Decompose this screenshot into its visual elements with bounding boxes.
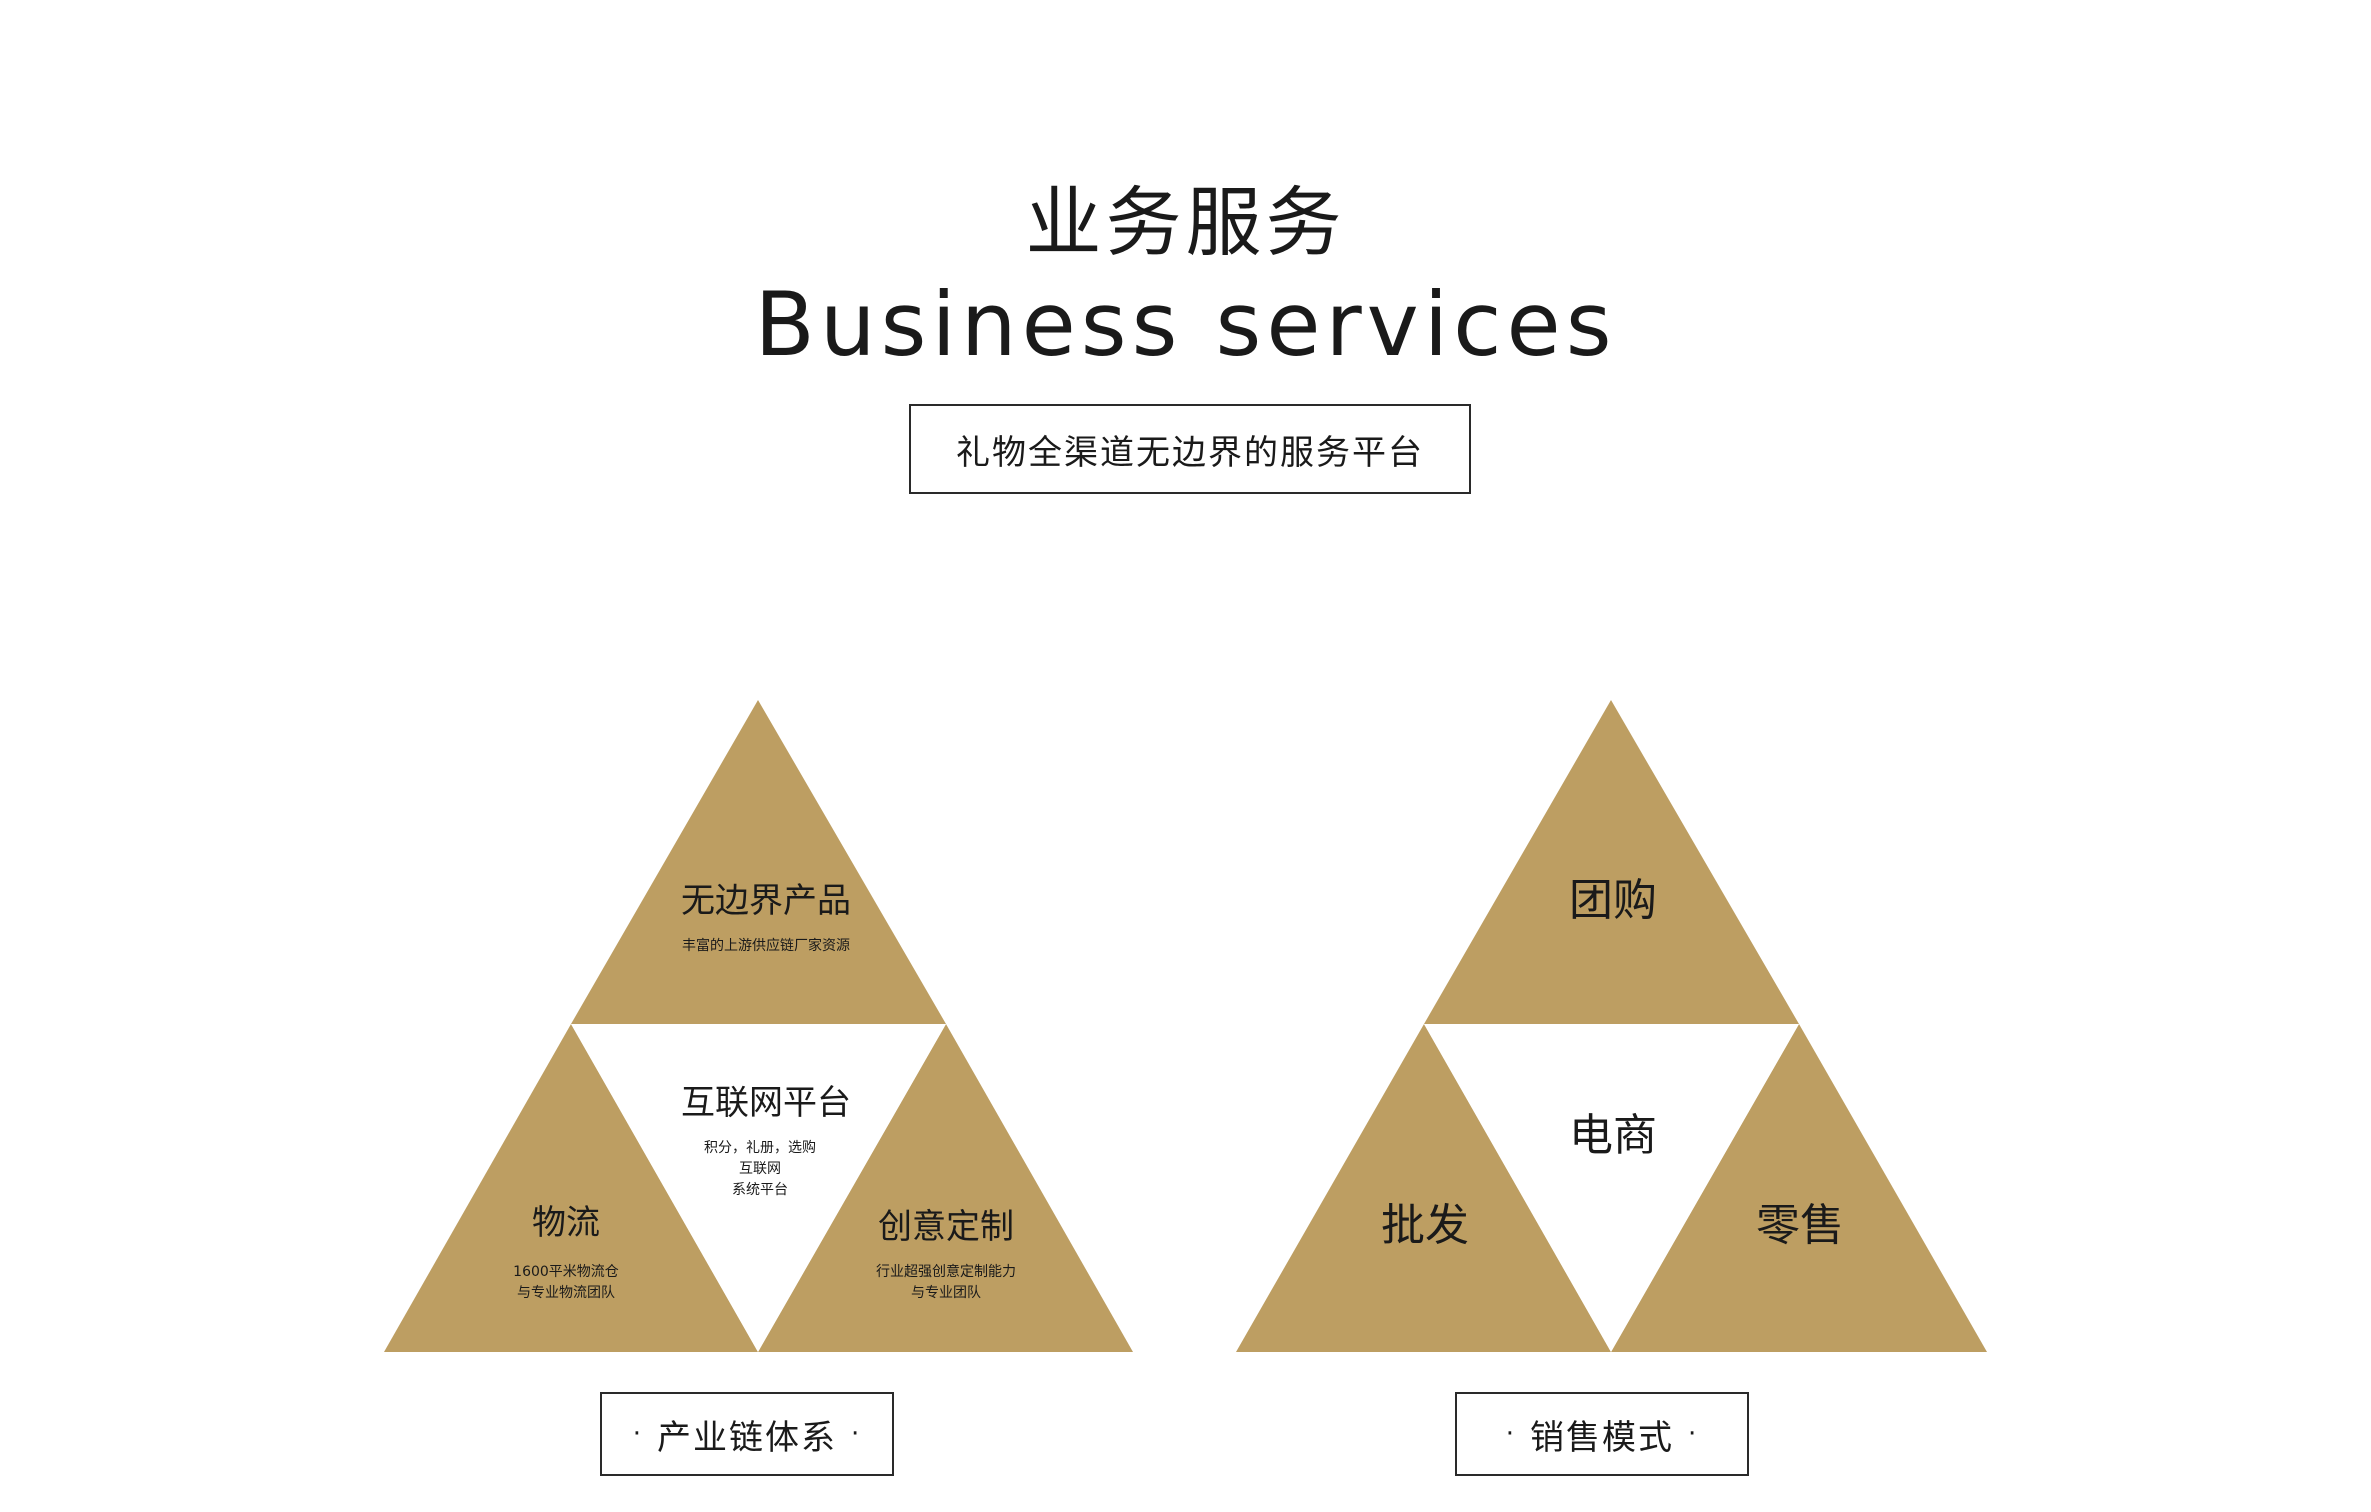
sales-center-triangle (1424, 1024, 1799, 1352)
sales-right-title: 零售 (1756, 1200, 1844, 1251)
industry-center-triangle (571, 1024, 946, 1352)
industry-right-triangle (758, 1024, 1133, 1352)
industry-left-desc-1: 1600平米物流仓 (513, 1264, 619, 1280)
industry-top-triangle (571, 700, 946, 1024)
industry-center-desc-3: 系统平台 (732, 1182, 788, 1198)
industry-center-desc-2: 互联网 (739, 1161, 781, 1177)
industry-right-title: 创意定制 (878, 1207, 1014, 1247)
industry-right-desc-1: 行业超强创意定制能力 (876, 1263, 1016, 1280)
industry-center-desc-1: 积分，礼册，选购 (704, 1140, 816, 1156)
industry-chain-caption-text: 产业链体系 (657, 1417, 837, 1458)
industry-chain-diagram: 无边界产品 丰富的上游供应链厂家资源 互联网平台 积分，礼册，选购 互联网 系统… (384, 700, 1133, 1352)
industry-left-desc-2: 与专业物流团队 (517, 1285, 615, 1301)
sales-left-triangle (1236, 1024, 1611, 1352)
industry-top-desc: 丰富的上游供应链厂家资源 (682, 937, 850, 954)
caption-dot-left: · (1505, 1419, 1516, 1449)
sales-left-title: 批发 (1381, 1200, 1469, 1251)
sales-center-title: 电商 (1569, 1110, 1657, 1161)
industry-left-title: 物流 (532, 1203, 600, 1243)
tagline-text: 礼物全渠道无边界的服务平台 (956, 432, 1424, 473)
sales-top-triangle (1424, 700, 1799, 1024)
page-title-cn: 业务服务 (1025, 178, 1346, 267)
industry-right-desc-2: 与专业团队 (911, 1285, 981, 1301)
industry-chain-caption: · 产业链体系 · (600, 1392, 894, 1476)
sales-right-triangle (1611, 1024, 1987, 1352)
caption-dot-right: · (1688, 1419, 1699, 1449)
caption-dot-left: · (632, 1419, 643, 1449)
sales-model-diagram: 团购 电商 批发 零售 (1236, 700, 1987, 1352)
sales-model-caption: · 销售模式 · (1455, 1392, 1749, 1476)
caption-dot-right: · (851, 1419, 862, 1449)
page-title-en: Business services (754, 273, 1617, 376)
industry-left-triangle (384, 1024, 758, 1352)
tagline-box: 礼物全渠道无边界的服务平台 (909, 404, 1471, 494)
industry-center-title: 互联网平台 (681, 1083, 851, 1123)
sales-model-caption-text: 销售模式 (1530, 1417, 1674, 1458)
industry-top-title: 无边界产品 (681, 881, 851, 921)
sales-top-title: 团购 (1569, 875, 1657, 926)
